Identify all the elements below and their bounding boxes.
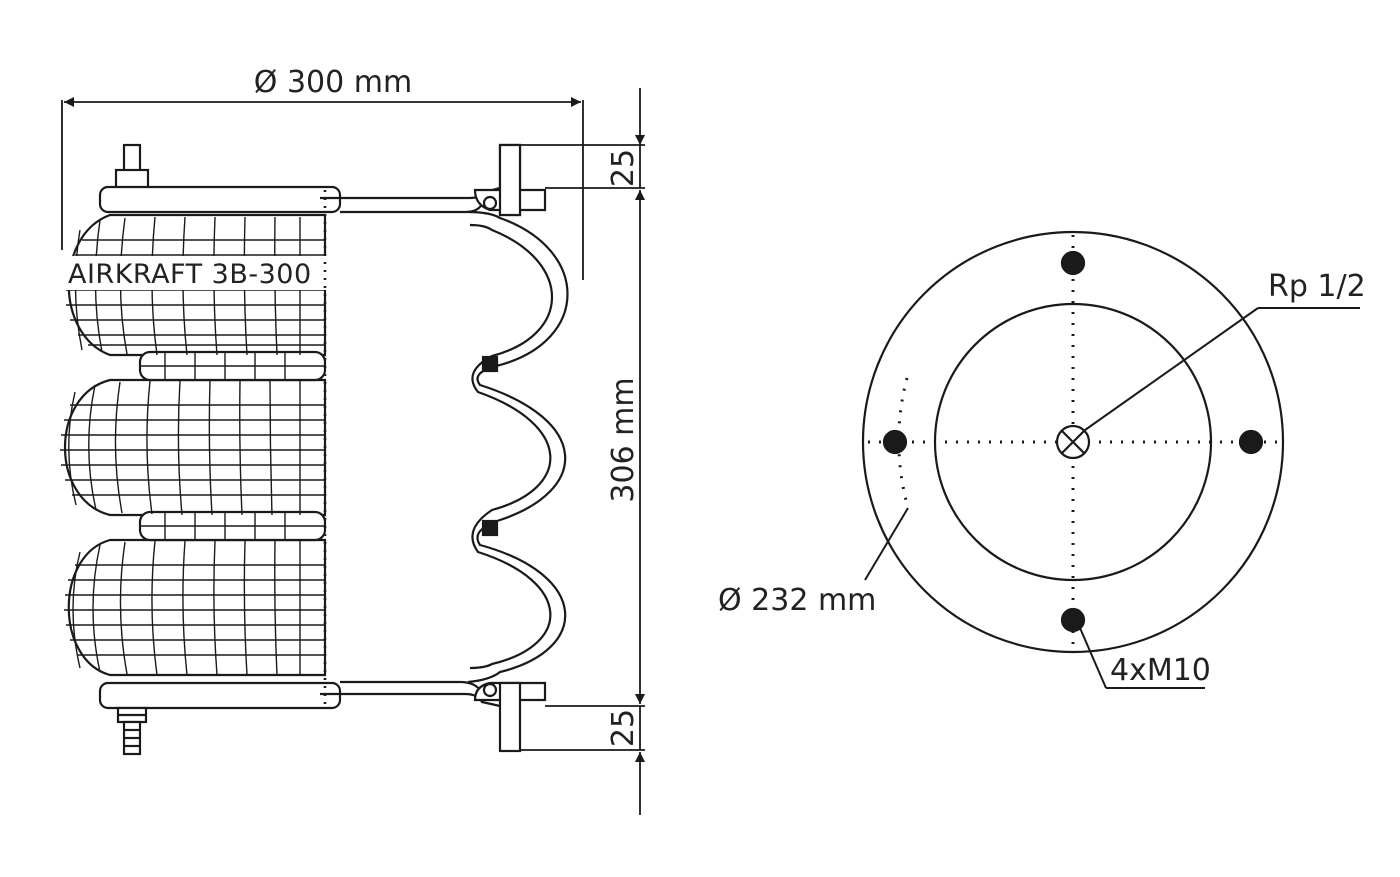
bolt-hole-left [882,429,908,455]
top-plate-thickness-label: 25 [606,149,641,187]
bottom-plate-thickness-label: 25 [606,709,641,747]
leaders [864,307,1360,689]
bottom-plate [98,680,501,710]
bolt-hole-right [1238,429,1264,455]
dimensions-side [61,88,645,815]
top-plate [98,185,501,214]
top-stud [114,143,150,190]
outer-plate-circle [861,230,1285,654]
top-view [861,230,1360,689]
label-background [66,256,328,290]
bottom-stud [116,706,148,756]
diameter-300-label: Ø 300 mm [254,65,412,100]
bolt-hole-top [1060,250,1086,276]
bottom-bead-clamp [473,681,547,753]
top-bead-clamp [473,143,547,217]
side-view [60,143,569,756]
bellow-right-section [467,210,569,684]
bolt-size-label: 4xM10 [1110,653,1211,688]
air-port [1055,424,1091,460]
model-label: AIRKRAFT 3B-300 [68,259,312,290]
height-306-label: 306 mm [606,377,641,502]
bolt-circle-diameter-label: Ø 232 mm [718,583,876,618]
port-label: Rp 1/2 [1268,269,1366,304]
bolt-hole-bottom [1060,607,1086,633]
